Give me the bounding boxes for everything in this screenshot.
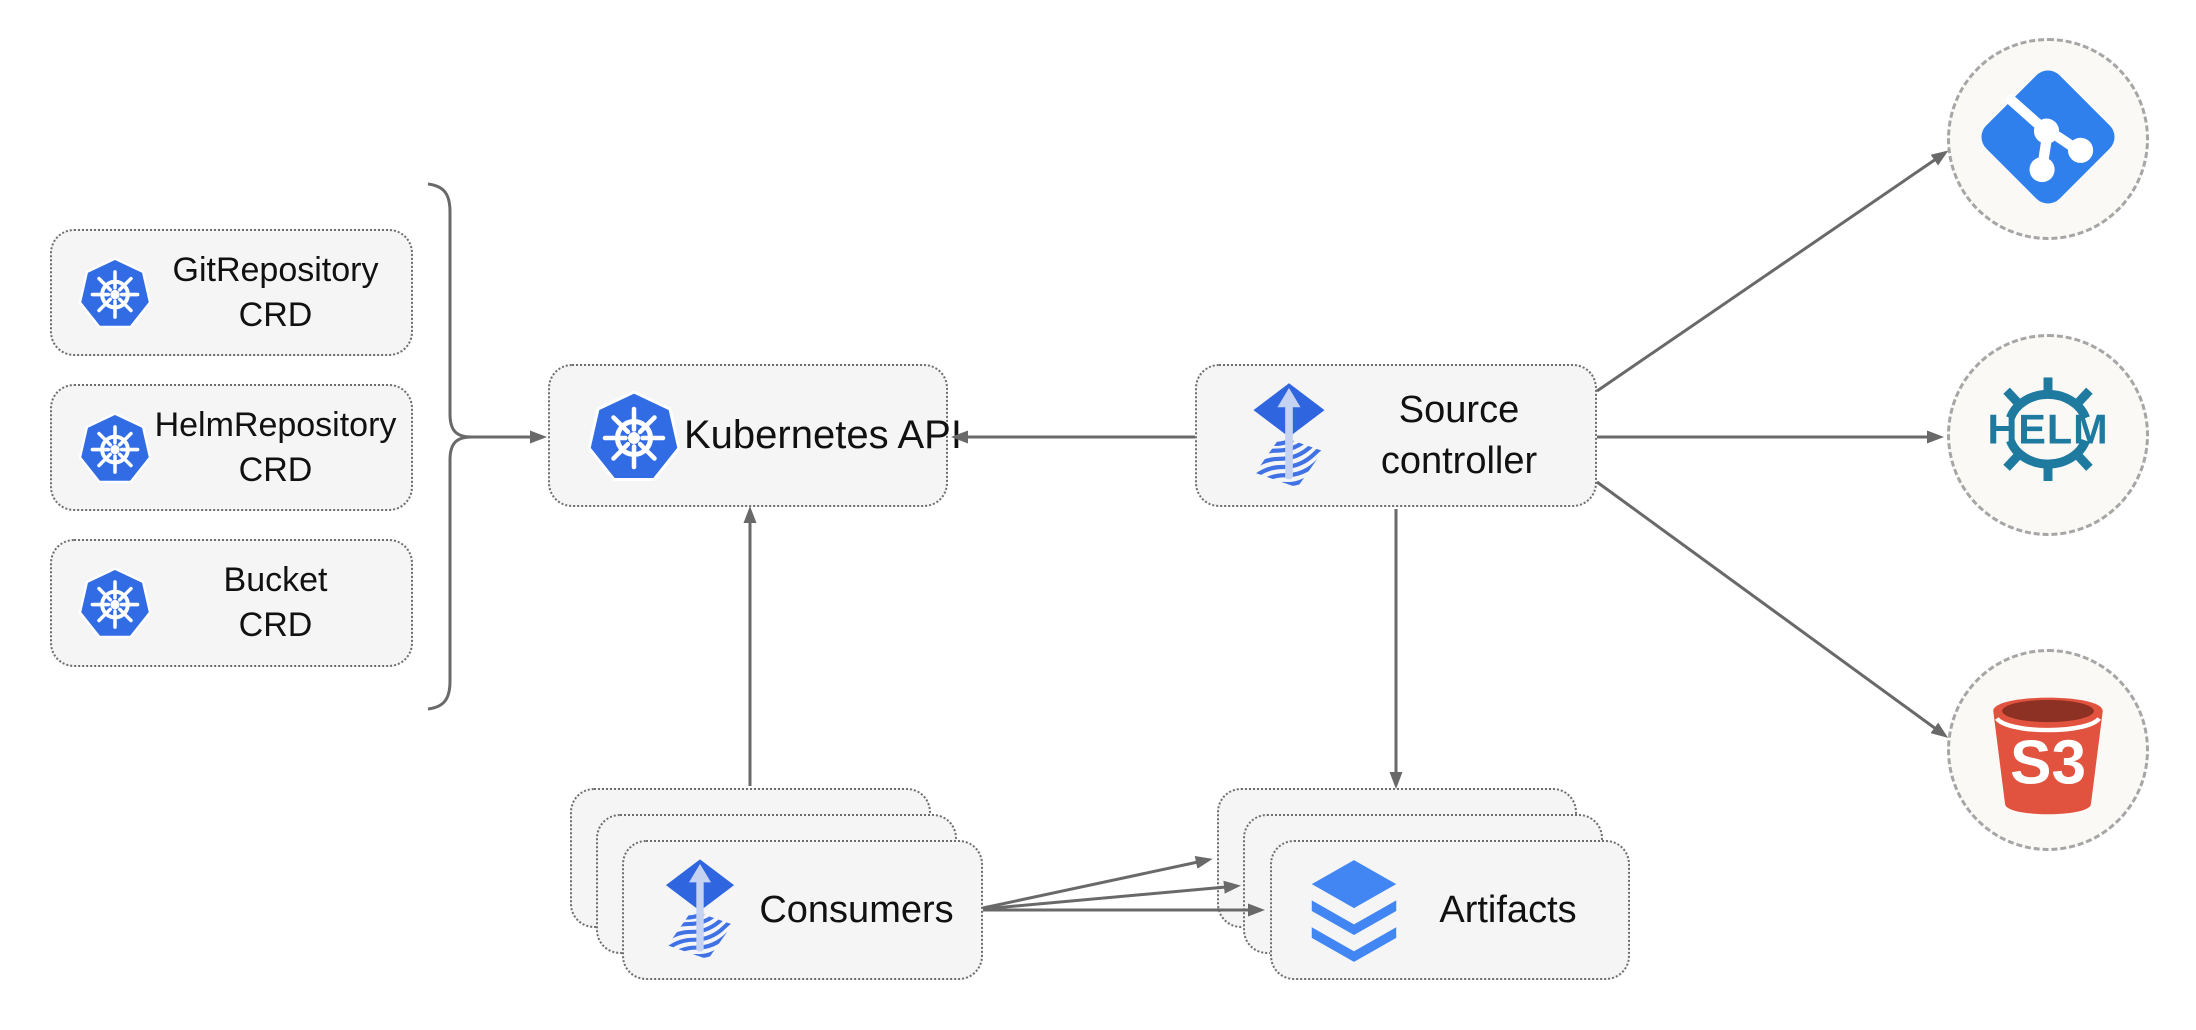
flux-icon	[654, 858, 746, 962]
arrow-consumers-to-artifacts-1	[982, 856, 1213, 910]
kubernetes-icon	[76, 254, 154, 332]
bucket-crd-node: Bucket CRD	[50, 539, 413, 667]
gitrepository-crd-label: GitRepository CRD	[172, 250, 379, 334]
source-controller-label: Source controller	[1380, 389, 1538, 482]
helmrepository-crd-node: HelmRepository CRD	[50, 384, 413, 511]
layers-icon	[1306, 855, 1402, 965]
kubernetes-icon	[584, 386, 684, 486]
gitrepository-crd-node: GitRepository CRD	[50, 229, 413, 356]
kubernetes-icon	[76, 409, 154, 487]
git-source-circle	[1947, 38, 2149, 240]
kubernetes-icon	[76, 564, 154, 642]
kubernetes-api-node: Kubernetes API	[548, 364, 962, 507]
artifacts-label: Artifacts	[1439, 888, 1577, 931]
artifacts-node: Artifacts	[1270, 840, 1630, 980]
crd-group-brace	[427, 182, 472, 711]
bucket-crd-label: Bucket CRD	[223, 561, 328, 644]
s3-source-circle: S3	[1947, 649, 2149, 851]
helmrepository-crd-label: HelmRepository CRD	[154, 405, 397, 489]
kubernetes-api-label: Kubernetes API	[684, 413, 962, 458]
consumers-label: Consumers	[759, 888, 954, 931]
helm-wordmark: HELM	[1987, 406, 2108, 452]
arrow-consumers-to-artifacts-2	[982, 880, 1241, 911]
git-icon	[1974, 63, 2122, 216]
flux-icon	[1241, 382, 1337, 490]
source-controller-node: Source controller	[1195, 364, 1597, 507]
arrow-source-to-s3	[1596, 480, 1949, 738]
helm-icon: HELM	[1968, 367, 2128, 504]
s3-icon: S3	[1974, 674, 2122, 827]
consumers-node: Consumers	[622, 840, 983, 980]
arrow-source-to-git	[1596, 150, 1949, 393]
s3-wordmark: S3	[2010, 728, 2086, 797]
helm-source-circle: HELM	[1947, 334, 2149, 536]
